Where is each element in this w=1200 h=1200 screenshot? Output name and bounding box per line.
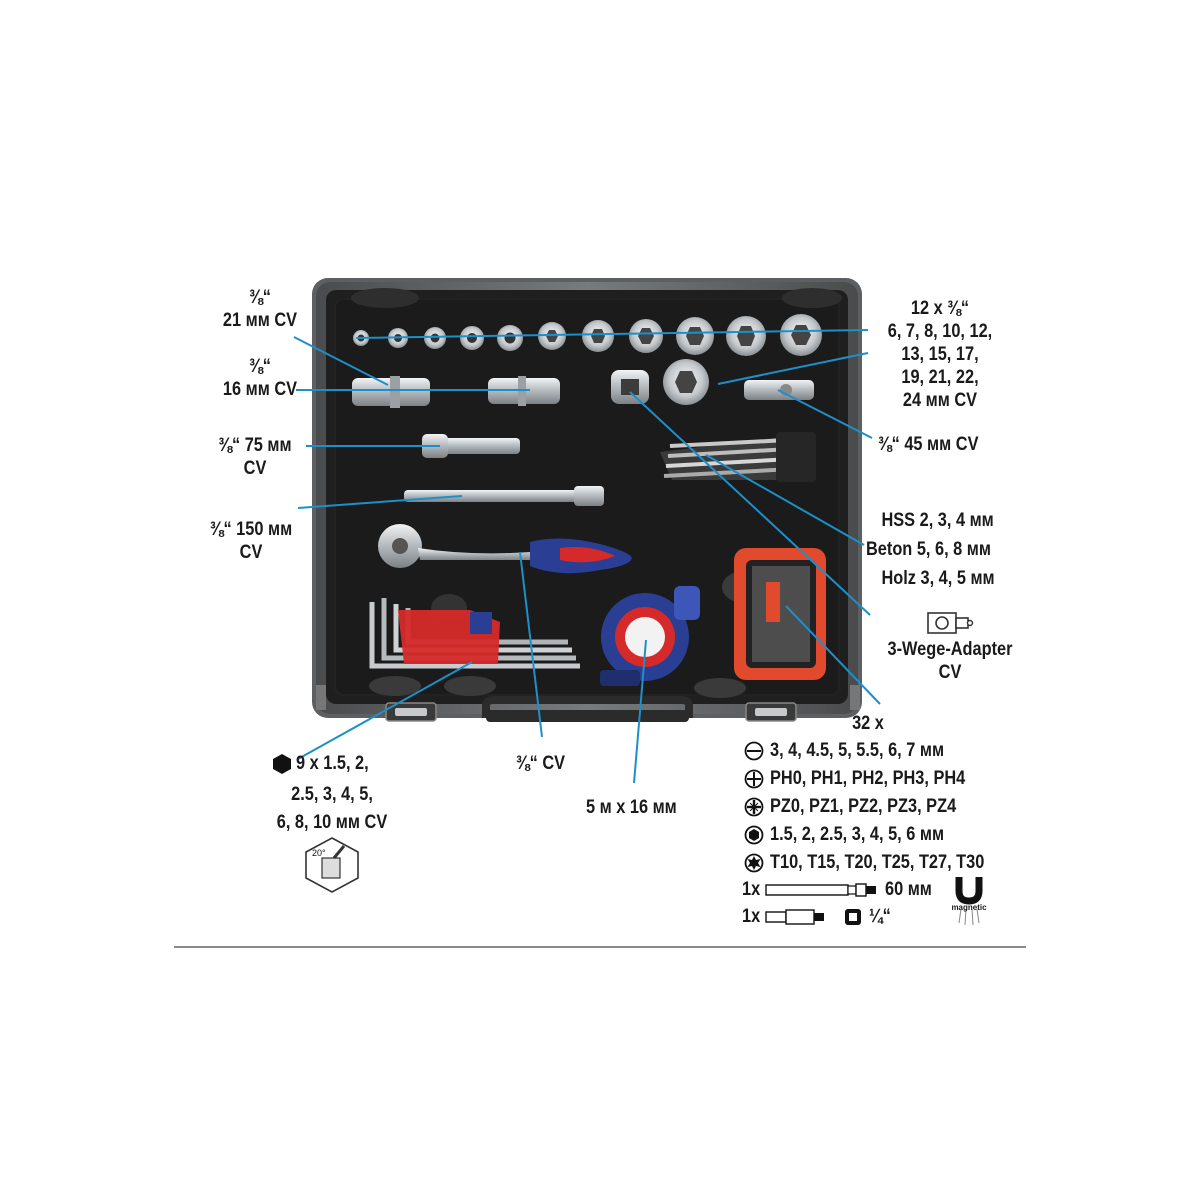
label-line: Holz 3, 4, 5 мм — [881, 568, 995, 589]
label-ratchet: ⅜“ CV — [516, 752, 585, 775]
bit-row-text: PZ0, PZ1, PZ2, PZ3, PZ4 — [770, 796, 957, 817]
case-hardware — [316, 685, 860, 722]
hex-bit-icon — [744, 825, 764, 845]
bit-row-text: 3, 4, 4.5, 5, 5.5, 6, 7 мм — [770, 740, 945, 761]
label-line: 2.5, 3, 4, 5, — [291, 784, 373, 805]
angle-label: 20° — [312, 848, 326, 858]
bit-adapter-qty: 1x — [742, 906, 761, 927]
label-adapter: 3-Wege-Adapter CV — [881, 638, 1019, 684]
hex-key-set — [369, 598, 580, 669]
callout-lines — [293, 329, 881, 784]
adapter-icon — [927, 612, 974, 634]
label-universal-joint: ⅜“ 45 мм CV — [878, 433, 990, 456]
bit-row-text: PH0, PH1, PH2, PH3, PH4 — [770, 768, 966, 789]
phillips-icon — [744, 769, 764, 789]
square-drive-icon — [845, 909, 862, 925]
bit-row-text: T10, T15, T20, T25, T27, T30 — [770, 852, 985, 873]
bit-adapter-size: ¼“ — [869, 906, 891, 927]
torx-icon — [744, 853, 764, 873]
label-bits-title: 32 x — [842, 712, 894, 735]
label-line: CV — [938, 662, 962, 683]
ratchet — [378, 524, 632, 574]
label-line: 13, 15, 17, — [901, 344, 979, 365]
bit-holder-row: 1x 60 мм — [742, 876, 940, 904]
label-socket-21mm: ⅜“ 21 мм CV — [212, 286, 308, 332]
label-line: 6, 7, 8, 10, 12, — [887, 321, 993, 342]
label-line: 24 мм CV — [902, 390, 978, 411]
bit-holder-length: 60 мм — [885, 879, 933, 900]
tape-measure — [600, 586, 700, 686]
divider-line — [174, 946, 1026, 948]
angled-hex-icon: 20° — [305, 837, 359, 893]
label-tape-measure: 5 м x 16 мм — [586, 796, 681, 819]
label-line: 32 x — [852, 713, 884, 734]
label-line: 19, 21, 22, — [901, 367, 979, 388]
label-line: Beton 5, 6, 8 мм — [866, 539, 991, 560]
label-line: 12 x ⅜“ — [910, 298, 970, 319]
bit-holder-qty: 1x — [742, 879, 761, 900]
label-extension-150mm: ⅜“ 150 мм CV — [197, 518, 305, 564]
label-line: HSS 2, 3, 4 мм — [881, 510, 994, 531]
bit-adapter-row: 1x ¼“ — [742, 903, 895, 931]
socket-row — [353, 314, 822, 405]
magnetic-label: magnetic — [951, 903, 987, 912]
bit-adapter-icon — [765, 909, 825, 925]
label-socket-16mm: ⅜“ 16 мм CV — [212, 355, 308, 401]
label-line: ⅜“ — [249, 287, 271, 308]
label-socket-set: 12 x ⅜“ 6, 7, 8, 10, 12, 13, 15, 17, 19,… — [876, 297, 1003, 412]
label-line: 6, 8, 10 мм CV — [276, 812, 388, 833]
label-line: CV — [243, 458, 267, 479]
label-hex-keys-cont: 2.5, 3, 4, 5, 6, 8, 10 мм CV — [272, 781, 392, 837]
bit-row-slotted: 3, 4, 4.5, 5, 5.5, 6, 7 мм — [744, 737, 972, 765]
bit-row-phillips: PH0, PH1, PH2, PH3, PH4 — [744, 765, 997, 793]
extensions — [404, 434, 604, 506]
hexagon-icon — [273, 754, 291, 774]
pozidriv-icon — [744, 797, 764, 817]
label-line: ⅜“ 45 мм CV — [878, 434, 979, 455]
magnet-icon — [955, 877, 983, 926]
label-line: 21 мм CV — [222, 310, 298, 331]
label-line: ⅜“ CV — [516, 753, 566, 774]
bit-row-hex: 1.5, 2, 2.5, 3, 4, 5, 6 мм — [744, 821, 972, 849]
bit-row-pozidriv: PZ0, PZ1, PZ2, PZ3, PZ4 — [744, 793, 986, 821]
slotted-icon — [744, 741, 764, 761]
deep-sockets — [352, 370, 814, 408]
label-line: 3-Wege-Adapter — [887, 639, 1013, 660]
label-line: ⅜“ 150 мм — [209, 519, 293, 540]
bit-holder-icon — [765, 883, 877, 897]
label-line: CV — [239, 542, 263, 563]
label-line: 9 x 1.5, 2, — [296, 753, 369, 774]
label-line: ⅜“ — [249, 356, 271, 377]
bit-row-text: 1.5, 2, 2.5, 3, 4, 5, 6 мм — [770, 824, 945, 845]
label-line: ⅜“ 75 мм — [218, 435, 292, 456]
label-drill-bits: HSS 2, 3, 4 мм Beton 5, 6, 8 мм Holz 3, … — [866, 506, 995, 593]
label-line: 5 м x 16 мм — [586, 797, 677, 818]
label-extension-75mm: ⅜“ 75 мм CV — [204, 434, 305, 480]
label-line: 16 мм CV — [222, 379, 298, 400]
label-hex-keys: 9 x 1.5, 2, — [296, 752, 382, 775]
bit-box — [734, 548, 826, 680]
drill-bits — [660, 432, 816, 482]
bit-row-torx: T10, T15, T20, T25, T27, T30 — [744, 849, 1019, 877]
